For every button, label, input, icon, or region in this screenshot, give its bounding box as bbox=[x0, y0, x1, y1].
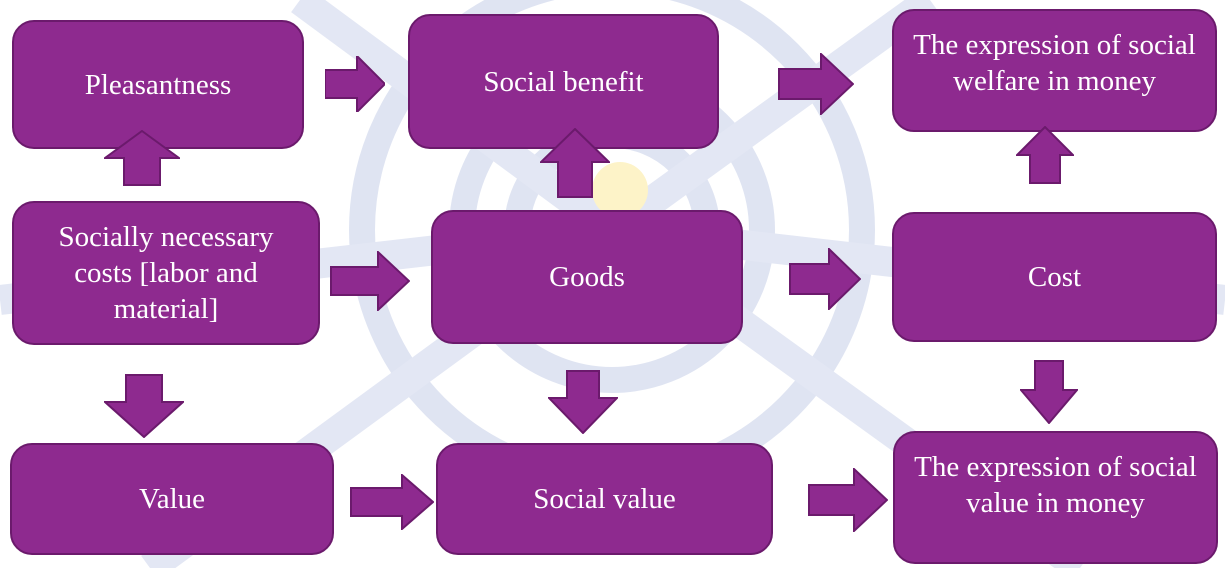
arrow-down-icon bbox=[104, 374, 184, 438]
arrow-right-icon bbox=[325, 56, 385, 112]
arrow-right-icon bbox=[330, 251, 410, 311]
arrow-right-icon bbox=[789, 248, 861, 310]
arrow-right-icon bbox=[778, 53, 854, 115]
arrow-up-icon bbox=[1016, 126, 1074, 184]
node-social-value: Social value bbox=[436, 443, 773, 555]
arrow-down-icon bbox=[1020, 360, 1078, 424]
node-label: Socially necessary costs [labor and mate… bbox=[58, 221, 274, 325]
node-label: The expression of social welfare in mone… bbox=[913, 29, 1196, 97]
node-welfare-money: The expression of social welfare in mone… bbox=[892, 9, 1217, 132]
node-value: Value bbox=[10, 443, 334, 555]
node-necessary-costs: Socially necessary costs [labor and mate… bbox=[12, 201, 320, 345]
node-label: The expression of social value in money bbox=[914, 451, 1197, 519]
node-label: Cost bbox=[1027, 261, 1082, 293]
node-label: Social value bbox=[533, 483, 676, 515]
node-label: Pleasantness bbox=[84, 68, 232, 101]
arrow-up-icon bbox=[540, 128, 610, 198]
arrow-down-icon bbox=[548, 370, 618, 434]
arrow-right-icon bbox=[350, 474, 434, 530]
node-pleasantness: Pleasantness bbox=[12, 20, 304, 149]
node-label: Social benefit bbox=[483, 65, 644, 98]
node-goods: Goods bbox=[431, 210, 743, 344]
node-label: Goods bbox=[549, 261, 625, 293]
node-cost: Cost bbox=[892, 212, 1217, 342]
node-value-money: The expression of social value in money bbox=[893, 431, 1218, 564]
arrow-right-icon bbox=[808, 468, 888, 532]
node-label: Value bbox=[138, 483, 206, 515]
node-social-benefit: Social benefit bbox=[408, 14, 719, 149]
arrow-up-icon bbox=[104, 130, 180, 186]
